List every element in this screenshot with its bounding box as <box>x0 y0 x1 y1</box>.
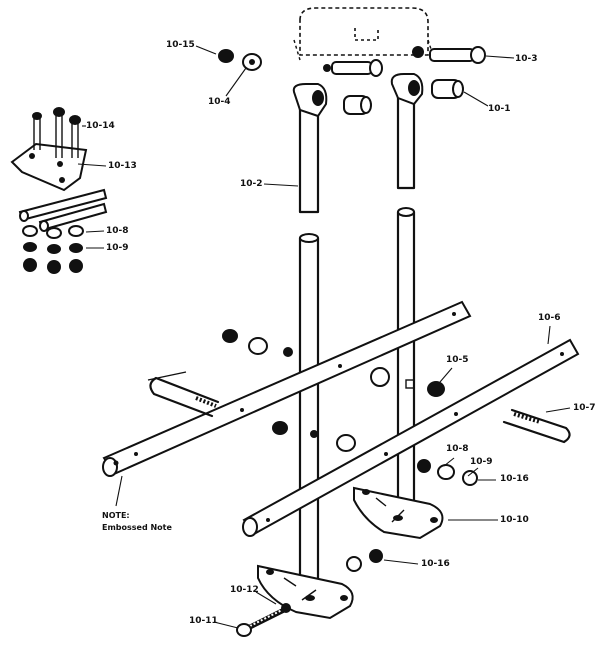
part-label-10-5: 10-5 <box>446 355 469 365</box>
part-label-10-3: 10-3 <box>515 54 538 64</box>
mid-nut-set <box>272 421 356 452</box>
nut-10-5 <box>370 367 445 397</box>
part-label-10-6: 10-6 <box>538 313 561 323</box>
base-nut-10-16 <box>346 549 383 572</box>
part-label-10-8: 10-8 <box>106 226 129 236</box>
left-lower-post <box>298 233 320 584</box>
part-label-10-15: 10-15 <box>166 40 195 50</box>
top-bolt-10-3 <box>412 46 486 64</box>
top-washer-10-4 <box>242 53 262 71</box>
part-label-10-1: 10-1 <box>488 104 511 114</box>
top-seat-bracket <box>293 7 435 61</box>
part-label-10-10: 10-10 <box>500 515 529 525</box>
part-label-10-9: 10-9 <box>106 243 129 253</box>
top-bolt-left <box>323 59 383 77</box>
part-label-10-16: 10-16 <box>421 559 450 569</box>
part-label-10-13: 10-13 <box>108 161 137 171</box>
spacer-bushing-left <box>343 95 372 115</box>
note-text: Embossed Note <box>102 523 173 532</box>
part-labels: 10-1510-410-310-110-1410-1310-810-910-21… <box>86 40 596 626</box>
nut-washer-10-8-10-9 <box>417 459 478 486</box>
part-label-10-2: 10-2 <box>240 179 263 189</box>
base-bolt-10-11 <box>236 603 291 637</box>
leader-lines <box>77 45 571 629</box>
part-label-10-11: 10-11 <box>189 616 218 626</box>
front-cross-bar-10-6 <box>242 338 580 537</box>
spacer-bushing-10-1 <box>431 79 464 99</box>
note-heading: NOTE: <box>102 511 130 520</box>
part-label-10-12: 10-12 <box>230 585 259 595</box>
right-lower-post <box>396 207 416 502</box>
part-label-10-14: 10-14 <box>86 121 115 131</box>
top-nut-10-15 <box>218 49 234 63</box>
inset-detail <box>10 107 108 274</box>
part-label-10-8: 10-8 <box>446 444 469 454</box>
left-u-bolt <box>147 371 220 418</box>
part-label-10-16: 10-16 <box>500 474 529 484</box>
left-base-bracket-10-12 <box>257 564 354 620</box>
rear-bar-nut-set <box>222 329 293 357</box>
part-label-10-9: 10-9 <box>470 457 493 467</box>
left-upper-post-10-2 <box>292 83 328 214</box>
part-label-10-4: 10-4 <box>208 97 231 107</box>
right-upper-post <box>390 73 424 190</box>
right-base-bracket-10-10 <box>353 486 444 540</box>
part-label-10-7: 10-7 <box>573 403 596 413</box>
rear-cross-bar <box>102 300 472 477</box>
right-u-bolt-10-7 <box>502 408 571 444</box>
